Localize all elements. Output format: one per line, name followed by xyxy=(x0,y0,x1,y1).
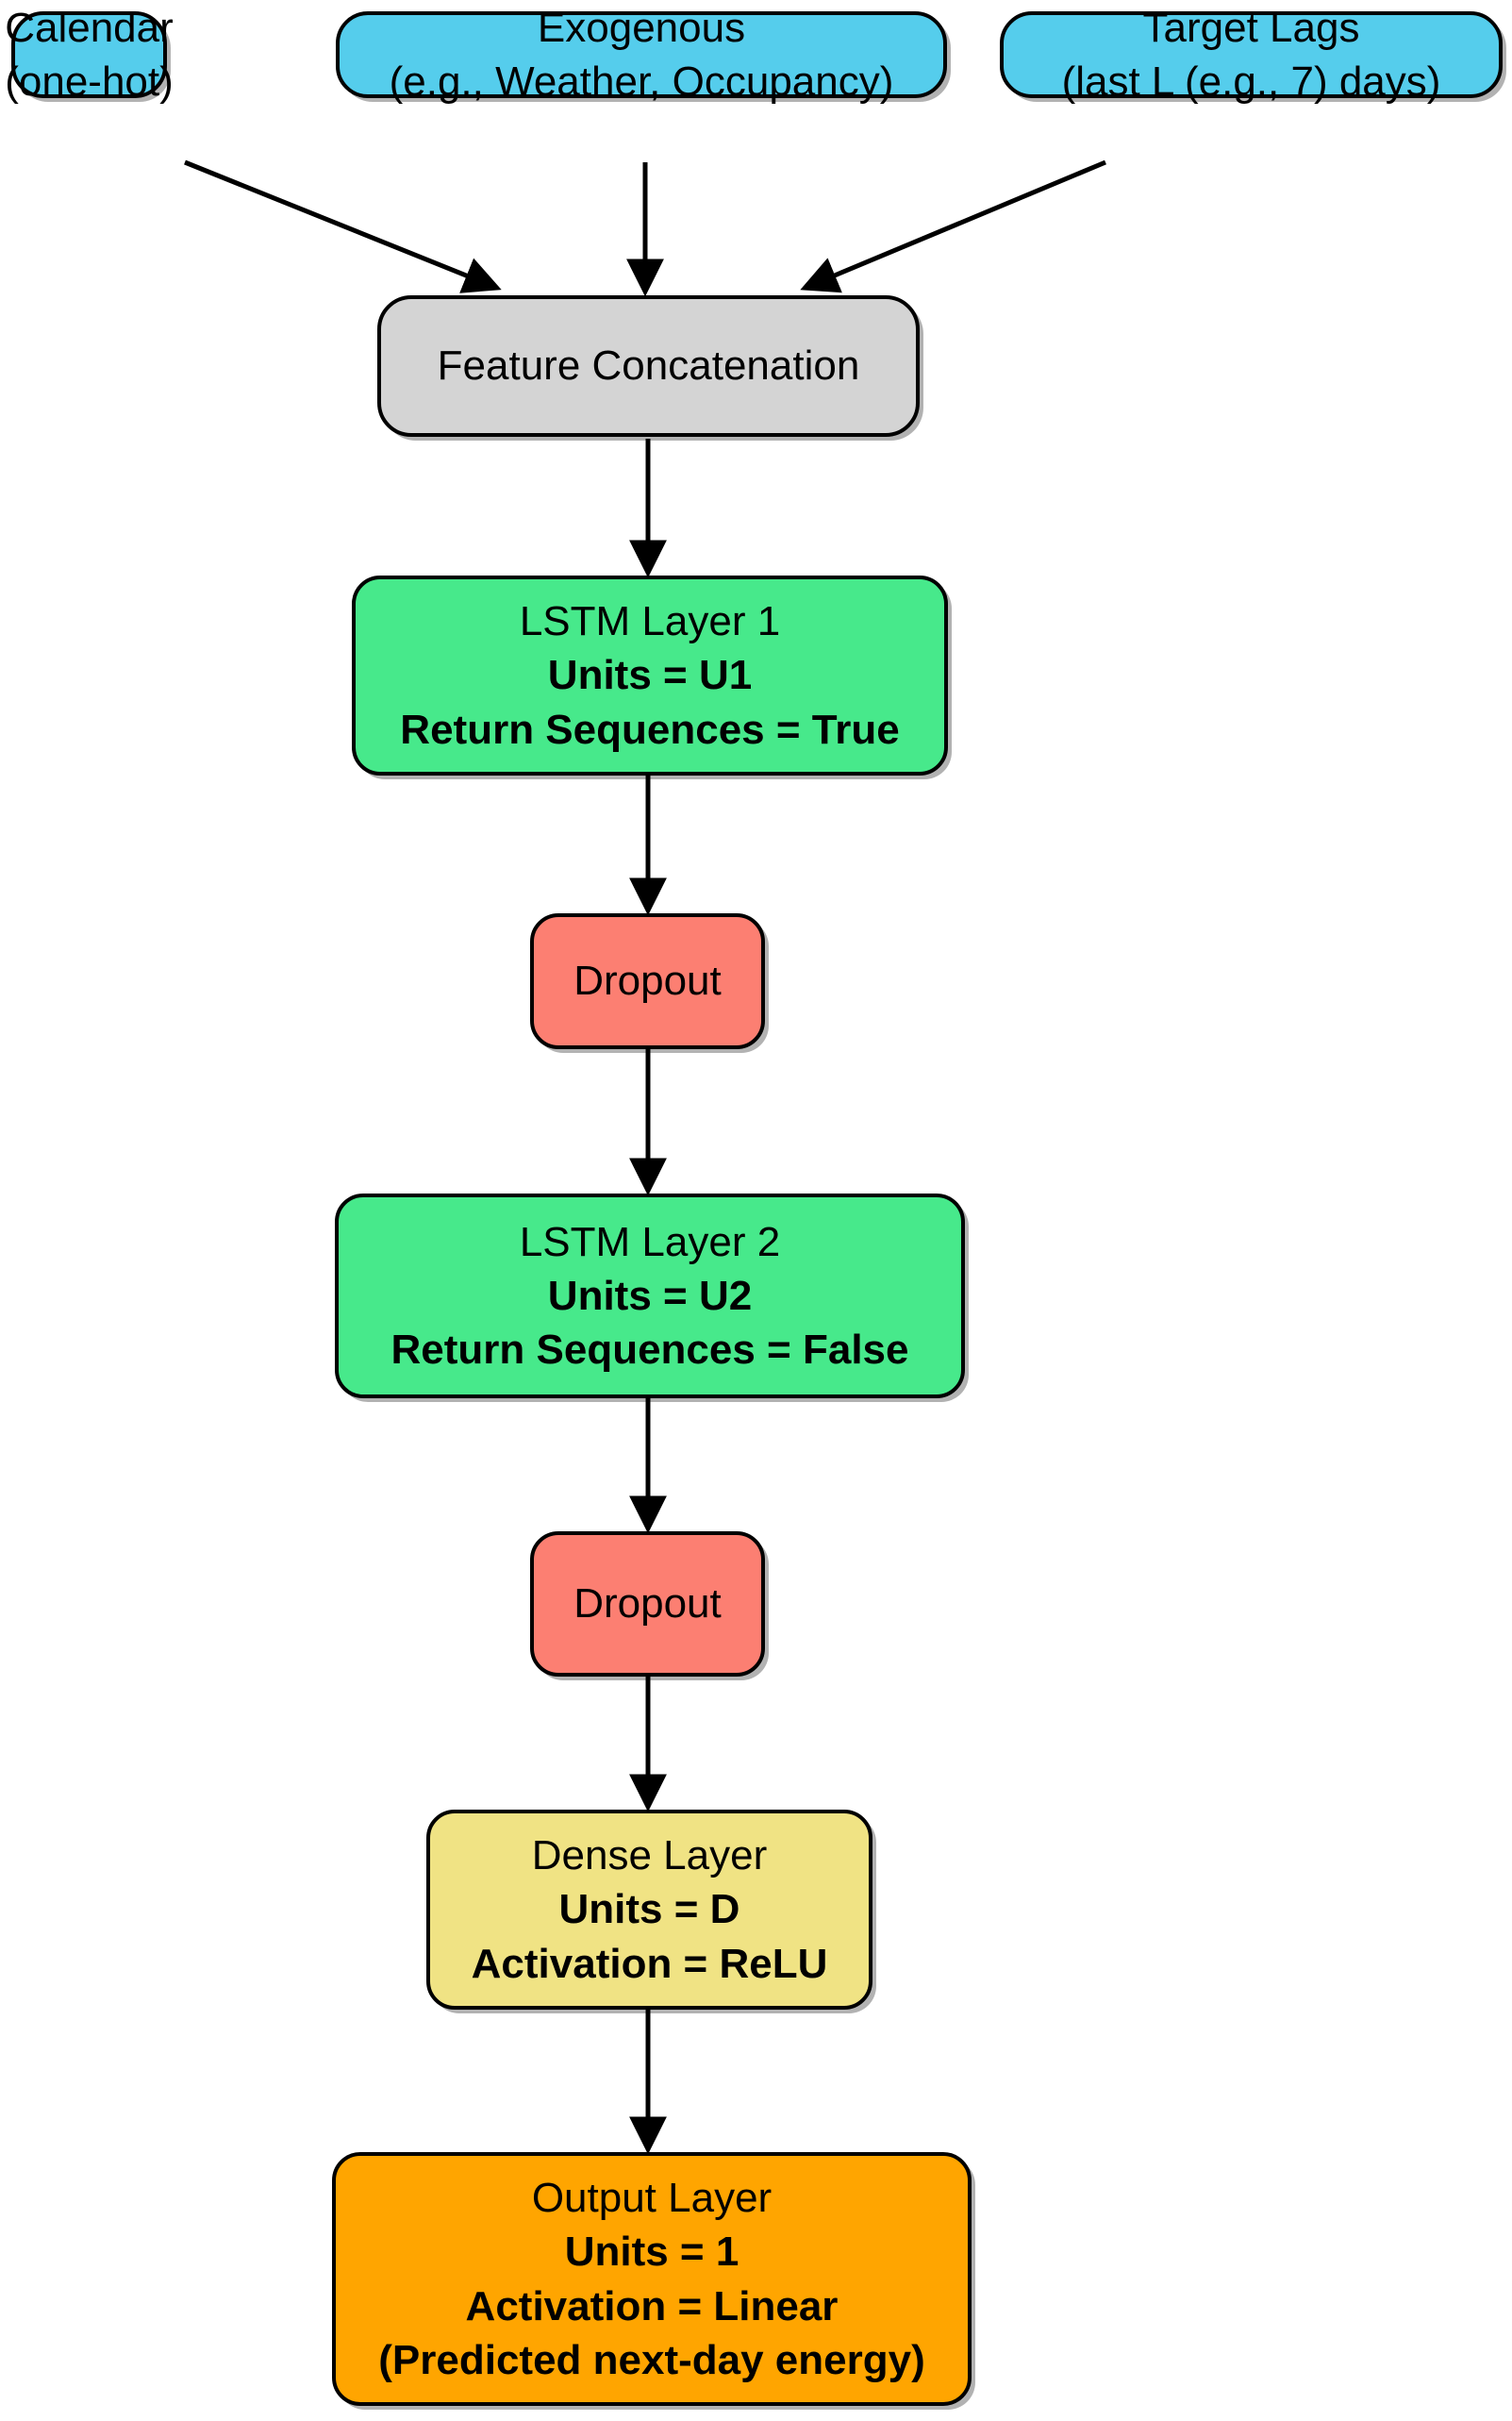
node-lstm-layer-2[interactable]: LSTM Layer 2 Units = U2 Return Sequences… xyxy=(335,1194,965,1398)
node-exogenous[interactable]: Exogenous (e.g., Weather, Occupancy) xyxy=(336,5,947,105)
node-feature-concatenation[interactable]: Feature Concatenation xyxy=(377,295,920,437)
node-dense-layer-line-1: Dense Layer xyxy=(531,1832,768,1879)
node-lstm-layer-1-line-2: Units = U1 xyxy=(547,652,753,699)
node-lstm-layer-1-line-3: Return Sequences = True xyxy=(400,706,900,753)
node-lstm-layer-1-line-1: LSTM Layer 1 xyxy=(519,598,781,645)
node-dropout-2-label: Dropout xyxy=(573,1580,722,1628)
node-output-layer-line-1: Output Layer xyxy=(531,2175,773,2222)
node-lstm-layer-2-line-1: LSTM Layer 2 xyxy=(519,1218,781,1265)
node-calendar-line-1: Calendar xyxy=(5,4,174,51)
node-output-layer[interactable]: Output Layer Units = 1 Activation = Line… xyxy=(332,2152,972,2406)
node-target-lags-line-2: (last L (e.g., 7) days) xyxy=(1061,58,1441,105)
node-calendar-line-2: (one-hot) xyxy=(5,58,174,105)
edge-targetlags-to-concat xyxy=(800,159,1106,293)
node-dense-layer-line-3: Activation = ReLU xyxy=(471,1940,828,1987)
node-dropout-1-label: Dropout xyxy=(573,958,722,1005)
node-output-layer-line-4: (Predicted next-day energy) xyxy=(378,2336,925,2383)
node-dropout-1[interactable]: Dropout xyxy=(530,913,765,1049)
node-output-layer-line-2: Units = 1 xyxy=(564,2229,739,2276)
node-lstm-layer-2-line-3: Return Sequences = False xyxy=(390,1327,909,1374)
node-lstm-layer-2-line-2: Units = U2 xyxy=(547,1272,753,1319)
node-feature-concatenation-label: Feature Concatenation xyxy=(437,342,860,390)
node-dropout-2[interactable]: Dropout xyxy=(530,1531,765,1677)
node-dense-layer[interactable]: Dense Layer Units = D Activation = ReLU xyxy=(426,1810,872,2010)
node-exogenous-line-2: (e.g., Weather, Occupancy) xyxy=(389,58,894,105)
node-lstm-layer-1[interactable]: LSTM Layer 1 Units = U1 Return Sequences… xyxy=(352,576,948,776)
node-target-lags-line-1: Target Lags xyxy=(1142,4,1360,51)
node-exogenous-line-1: Exogenous xyxy=(537,4,746,51)
node-dense-layer-line-2: Units = D xyxy=(558,1886,740,1933)
node-calendar[interactable]: Calendar (one-hot) xyxy=(5,5,174,105)
node-output-layer-line-3: Activation = Linear xyxy=(465,2282,839,2329)
node-target-lags[interactable]: Target Lags (last L (e.g., 7) days) xyxy=(1000,5,1503,105)
edge-calendar-to-concat xyxy=(184,159,502,293)
